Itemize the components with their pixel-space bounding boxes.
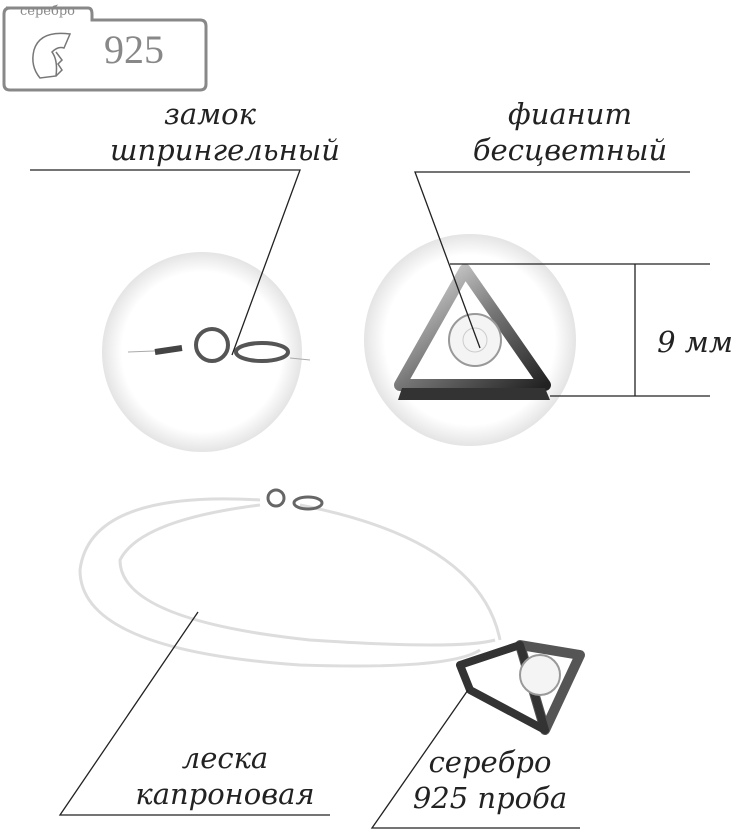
cord-label: леска капроновая bbox=[120, 740, 330, 812]
clasp-label: замок шпрингельный bbox=[110, 96, 340, 168]
cord-label-line2: капроновая bbox=[135, 777, 315, 811]
logo-fineness-text: 925 bbox=[104, 27, 164, 72]
cord-label-line1: леска bbox=[181, 741, 269, 775]
material-label-line1: серебро bbox=[428, 745, 552, 779]
pendant-image bbox=[394, 264, 551, 400]
material-label: серебро 925 проба bbox=[400, 744, 580, 816]
clasp-label-line2: шпрингельный bbox=[110, 133, 340, 167]
logo-metal-text: серебро bbox=[20, 4, 75, 19]
leader-lines bbox=[30, 169, 710, 829]
size-label: 9 мм bbox=[657, 325, 733, 359]
stone-label-line2: бесцветный bbox=[472, 133, 668, 167]
necklace-image bbox=[78, 488, 585, 735]
stone-label: фианит бесцветный bbox=[470, 96, 670, 168]
clasp-image bbox=[127, 327, 311, 363]
logo-frame bbox=[2, 6, 208, 92]
stone-label-line1: фианит bbox=[508, 97, 632, 131]
clasp-label-line1: замок bbox=[164, 97, 256, 131]
logo-head-icon bbox=[32, 32, 72, 79]
material-label-line2: 925 проба bbox=[412, 781, 568, 815]
